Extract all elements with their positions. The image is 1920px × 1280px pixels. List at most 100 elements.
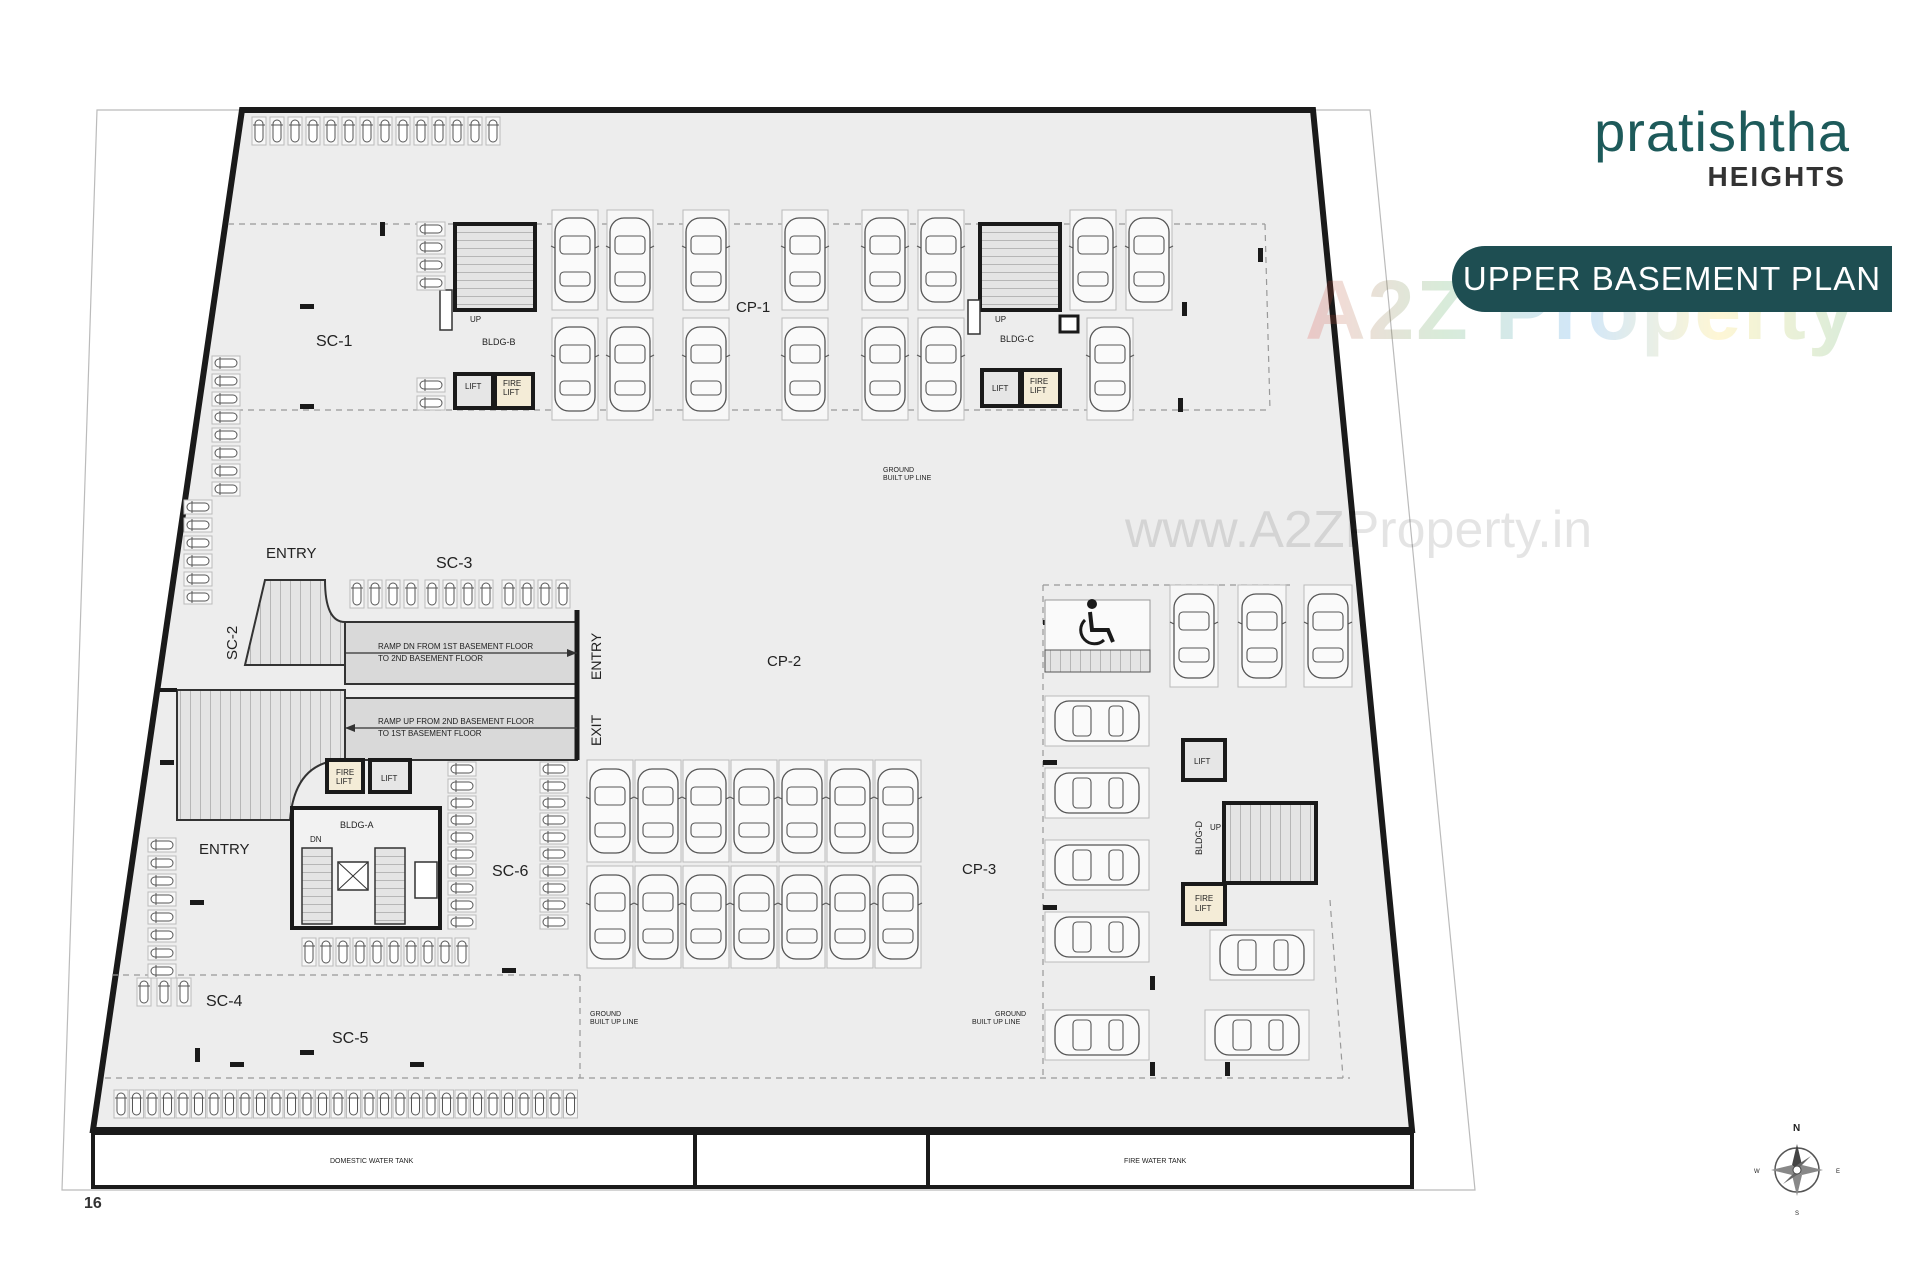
bike-slot [284, 1089, 299, 1119]
bike-slot [539, 846, 569, 862]
fire-lift-label-a-2: LIFT [336, 777, 353, 786]
bike-slot [539, 761, 569, 777]
car-slot [1068, 209, 1118, 311]
car-slot [916, 209, 966, 311]
bike-slot [539, 829, 569, 845]
bike-slot [136, 977, 152, 1007]
plan-title: UPPER BASEMENT PLAN [1462, 260, 1882, 297]
bike-slot [385, 579, 401, 609]
bike-slot [211, 391, 241, 407]
ramp-down-label-2: TO 2ND BASEMENT FLOOR [378, 654, 483, 663]
plan-title-badge: UPPER BASEMENT PLAN [1452, 246, 1892, 312]
bike-slot [416, 239, 446, 255]
building-c-label: BLDG-C [1000, 334, 1035, 344]
bike-slot [251, 116, 267, 146]
bike-slot [447, 846, 477, 862]
exit-label-ramp: EXIT [588, 714, 604, 746]
bike-slot [416, 257, 446, 273]
bike-slot [323, 116, 339, 146]
bike-slot [361, 1089, 377, 1119]
bike-slot [447, 795, 477, 811]
bike-slot [377, 116, 393, 146]
car-slot [1204, 1009, 1310, 1061]
building-b-label: BLDG-B [482, 337, 516, 347]
ramp-up-label-2: TO 1ST BASEMENT FLOOR [378, 729, 482, 738]
bike-slot [183, 499, 213, 515]
bike-slot [501, 579, 517, 609]
car-slot [777, 865, 827, 969]
car-slot [1169, 584, 1219, 688]
bike-slot [563, 1089, 578, 1119]
zone-sc5: SC-5 [332, 1030, 369, 1047]
bike-slot [211, 409, 241, 425]
car-slot [585, 759, 635, 863]
bike-slot [222, 1089, 237, 1119]
ground-line-label-top-1: GROUND [883, 467, 914, 474]
bike-slot [211, 373, 241, 389]
bike-slot [403, 579, 419, 609]
compass-s: S [1795, 1211, 1799, 1217]
bike-slot [176, 977, 192, 1007]
car-slot [777, 759, 827, 863]
brand-logo: pratishtha HEIGHTS [1560, 102, 1850, 192]
accessible-parking-icon [1044, 599, 1151, 673]
car-slot [860, 317, 910, 421]
bike-slot [160, 1089, 175, 1119]
ramps [160, 579, 580, 821]
ramp-down-label-1: RAMP DN FROM 1ST BASEMENT FLOOR [378, 642, 533, 651]
car-slot [585, 865, 635, 969]
fire-lift-label-b-1: FIRE [503, 379, 521, 388]
column-marks [160, 222, 1263, 1076]
car-slot [1044, 1009, 1150, 1061]
car-slot [681, 759, 731, 863]
bike-slot [413, 116, 429, 146]
car-slot [681, 317, 731, 421]
bike-slot [447, 897, 477, 913]
bike-slot [144, 1089, 160, 1119]
compass-icon [1771, 1144, 1823, 1196]
bike-slot [519, 579, 535, 609]
ground-line-label-mid-2: BUILT UP LINE [590, 1019, 639, 1026]
bike-slot [447, 914, 477, 930]
car-slot [633, 759, 683, 863]
bike-slot [183, 553, 213, 569]
compass-n: N [1793, 1123, 1800, 1134]
fire-lift-label-d-2: LIFT [1195, 904, 1212, 913]
zone-cp1: CP-1 [736, 299, 770, 316]
bike-slot [113, 1089, 129, 1119]
bike-slot [183, 517, 213, 533]
bike-slot [442, 579, 458, 609]
bike-slot [470, 1089, 485, 1119]
bike-slot [485, 1089, 501, 1119]
bike-slot [431, 116, 447, 146]
bike-slot [147, 837, 177, 853]
fire-water-tank-label: FIRE WATER TANK [1124, 1158, 1187, 1165]
bike-slot [447, 812, 477, 828]
bike-slot [147, 927, 177, 943]
bike-slot [359, 116, 375, 146]
car-slot [1085, 317, 1135, 421]
bike-slot [392, 1089, 408, 1119]
car-slot [1237, 584, 1287, 688]
fire-lift-label-b-2: LIFT [503, 388, 520, 397]
bike-slot [369, 937, 385, 967]
bike-slot [253, 1089, 268, 1119]
car-slot [729, 759, 779, 863]
up-label-b: UP [470, 315, 481, 324]
zone-sc1: SC-1 [316, 333, 353, 350]
compass-e: E [1836, 1169, 1840, 1175]
car-slot [825, 865, 875, 969]
bike-slot [330, 1089, 346, 1119]
bike-slot [547, 1089, 563, 1119]
bike-slot [211, 355, 241, 371]
page-number: 16 [84, 1195, 102, 1212]
bike-slot [335, 937, 351, 967]
bike-slot [467, 116, 483, 146]
bike-slot [147, 873, 177, 889]
lift-label-b: LIFT [465, 382, 482, 391]
bike-slot [211, 481, 241, 497]
bike-slot [346, 1089, 361, 1119]
zone-cp2: CP-2 [767, 653, 801, 670]
bike-slot [416, 377, 446, 393]
